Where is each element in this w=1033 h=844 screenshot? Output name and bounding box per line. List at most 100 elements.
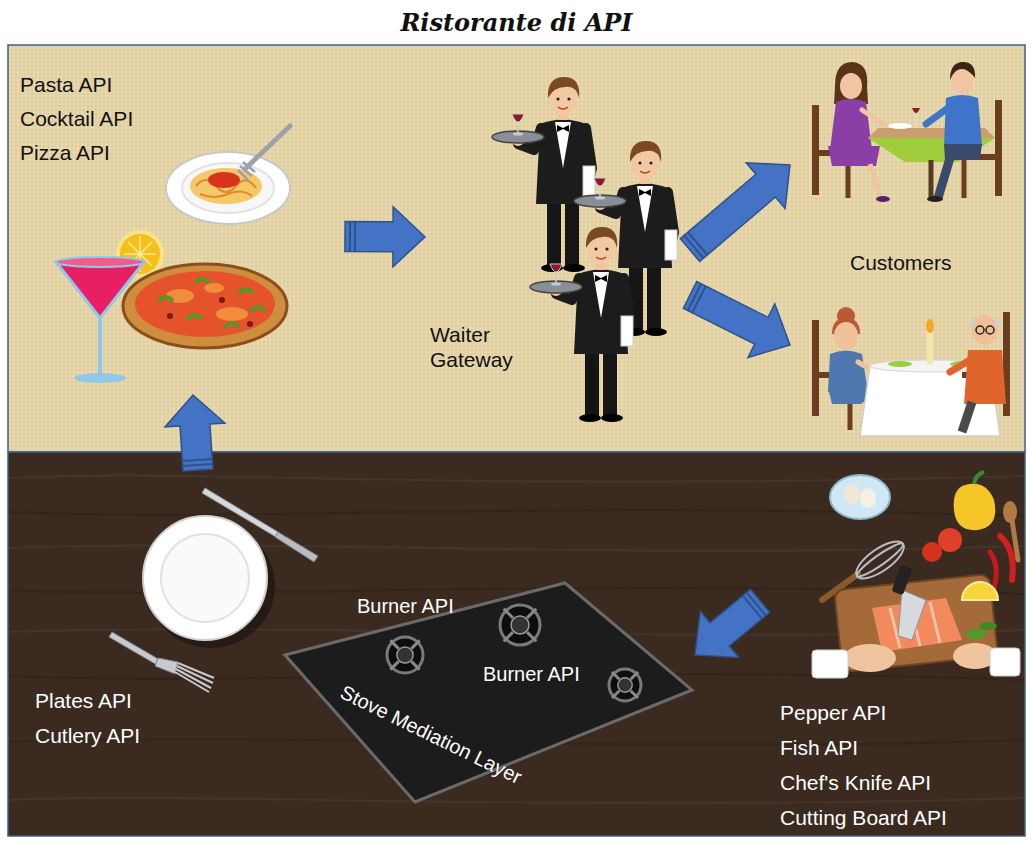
- dining-couple: [962, 160, 967, 198]
- dining-couple: [876, 196, 890, 202]
- node-label: Chef's Knife API: [780, 770, 931, 795]
- node-label: Pasta API: [20, 72, 112, 97]
- plate-and-cutlery: [175, 663, 214, 692]
- block-arrow: [165, 395, 225, 471]
- dining-couple: [944, 95, 982, 146]
- block-arrow: [683, 282, 790, 358]
- ingredient-group: Pepper APIFish APIChef's Knife APICuttin…: [760, 465, 1022, 837]
- kitchen-panel: [9, 798, 1024, 803]
- burner-symbol: [609, 669, 641, 701]
- burner-symbol: [631, 691, 638, 698]
- pasta-plate: [182, 163, 274, 213]
- ingredients: [962, 582, 998, 600]
- arrow-stripe: [688, 232, 707, 255]
- pizza: [247, 321, 253, 327]
- node-label: Fish API: [780, 735, 858, 760]
- pizza: [226, 323, 238, 326]
- dining-couple: [812, 62, 1002, 202]
- pasta-plate: [166, 126, 290, 224]
- dining-couple: [938, 158, 950, 198]
- elderly-couple: [962, 402, 972, 432]
- dining-couple: [862, 110, 886, 126]
- ingredients: [954, 484, 996, 530]
- ingredients: [812, 650, 848, 678]
- kitchen-panel: [8, 452, 1025, 836]
- kitchen-panel: [9, 475, 1024, 803]
- node-label: Cutlery API: [35, 723, 140, 748]
- ingredients: [979, 622, 997, 630]
- elderly-couple: [976, 326, 984, 334]
- pizza: [123, 264, 287, 348]
- customer-group: Customers: [790, 60, 1022, 440]
- block-arrow: [345, 207, 425, 267]
- dining-couple: [929, 160, 934, 200]
- ingredients: [834, 574, 998, 672]
- node-label: Burner API: [483, 662, 580, 686]
- node-label: Waiter Gateway: [430, 322, 530, 372]
- gateway-group: Waiter Gateway: [425, 65, 690, 430]
- ingredients: [1003, 501, 1017, 523]
- burner-symbol: [397, 647, 413, 663]
- dining-couple: [870, 164, 880, 198]
- node-label: Cutting Board API: [780, 805, 947, 830]
- dining-couple: [830, 99, 872, 150]
- dining-couple: [927, 196, 943, 202]
- ingredients: [812, 472, 1020, 678]
- ingredients: [860, 488, 876, 508]
- elderly-couple: [926, 319, 934, 333]
- pizza: [219, 297, 225, 303]
- ingredients: [830, 475, 890, 519]
- pasta-plate: [190, 168, 262, 204]
- elderly-couple: [972, 315, 998, 345]
- ingredients: [892, 565, 913, 595]
- node-label: Pizza API: [20, 140, 110, 165]
- burner-symbol: [511, 616, 529, 634]
- node-label: Customers: [850, 250, 952, 275]
- plate-and-cutlery: [275, 532, 318, 562]
- pizza: [204, 283, 224, 293]
- ingredients: [898, 590, 926, 640]
- plate-and-cutlery: [155, 658, 178, 674]
- elderly-couple: [950, 360, 970, 372]
- cocktail-glass: [98, 318, 102, 376]
- burner-symbol: [387, 637, 423, 673]
- pizza: [196, 279, 208, 282]
- elderly-couple: [812, 307, 1010, 436]
- pasta-plate: [166, 152, 290, 224]
- elderly-couple: [927, 332, 933, 364]
- pasta-plate: [246, 126, 290, 168]
- dining-room-panel: [8, 45, 1025, 452]
- pizza: [123, 264, 287, 348]
- pizza: [188, 315, 200, 318]
- plate-and-cutlery: [202, 488, 278, 537]
- ingredients: [922, 542, 942, 562]
- elderly-couple: [812, 320, 819, 416]
- ingredients: [844, 484, 860, 504]
- burner-symbol: [631, 672, 638, 679]
- dining-couple: [840, 73, 862, 99]
- pizza: [216, 307, 248, 321]
- arrow-stripe: [354, 222, 356, 252]
- burner-symbol: [500, 605, 540, 645]
- dining-room-panel: [8, 45, 1025, 452]
- plate-and-cutlery: [109, 632, 160, 665]
- block-arrow: [165, 395, 225, 471]
- ingredients: [844, 644, 896, 672]
- burner-symbol: [387, 637, 423, 673]
- block-arrow: [695, 589, 770, 657]
- ingredients: [966, 629, 986, 639]
- api-menu-group: Pasta APICocktail APIPizza API: [15, 60, 345, 395]
- elderly-couple: [834, 322, 858, 350]
- stove-body: [285, 583, 692, 802]
- dining-couple: [926, 108, 948, 124]
- ingredients: [1000, 536, 1013, 580]
- arrow-stripe: [183, 464, 213, 466]
- elderly-couple: [888, 361, 912, 367]
- burner-symbol: [411, 661, 419, 669]
- burner-symbol: [527, 632, 536, 641]
- burner-symbol: [390, 661, 398, 669]
- dining-couple: [834, 62, 868, 104]
- ingredients: [1012, 520, 1018, 560]
- plate-and-cutlery: [161, 534, 249, 622]
